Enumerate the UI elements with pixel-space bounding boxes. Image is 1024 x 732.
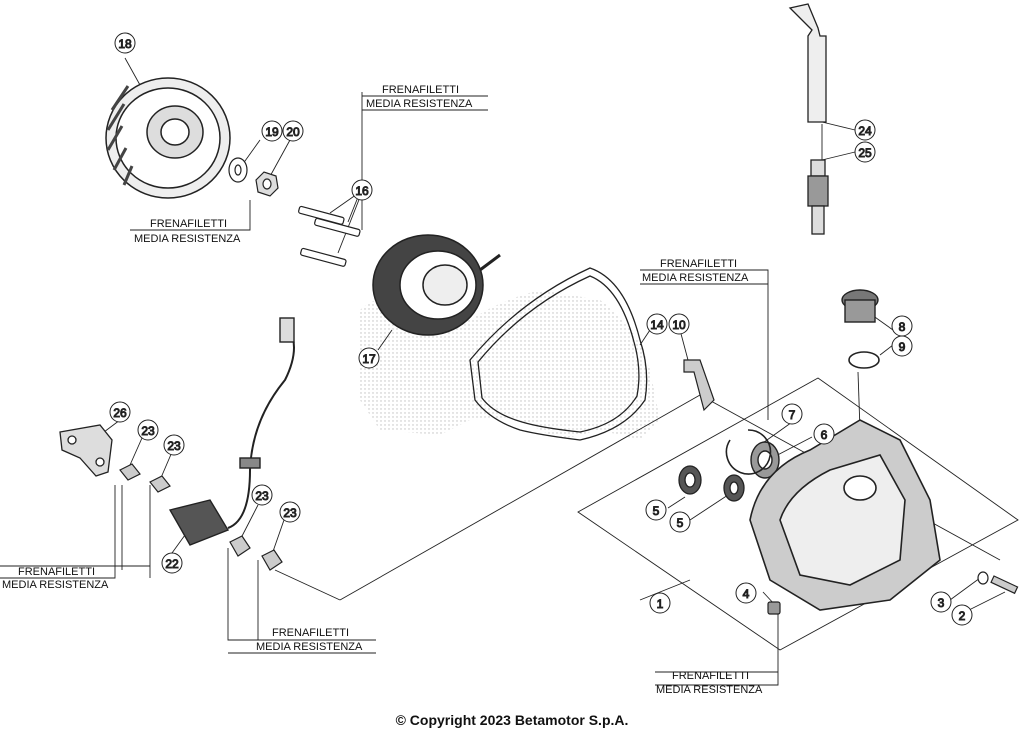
svg-text:MEDIA RESISTENZA: MEDIA RESISTENZA <box>134 233 241 245</box>
svg-text:14: 14 <box>650 318 664 332</box>
svg-text:FRENAFILETTI: FRENAFILETTI <box>660 258 737 270</box>
threadlock-note-cover-plug: FRENAFILETTI MEDIA RESISTENZA <box>656 670 763 696</box>
svg-text:5: 5 <box>677 516 684 530</box>
svg-text:10: 10 <box>672 318 686 332</box>
callout-9: 9 <box>891 335 913 357</box>
callout-20: 20 <box>282 120 304 142</box>
bearing-part <box>750 441 780 479</box>
svg-text:4: 4 <box>743 587 750 601</box>
svg-text:17: 17 <box>362 352 376 366</box>
svg-text:22: 22 <box>165 557 179 571</box>
svg-text:8: 8 <box>899 320 906 334</box>
callout-14: 14 <box>646 313 668 335</box>
callout-5b: 5 <box>669 511 691 533</box>
svg-text:MEDIA RESISTENZA: MEDIA RESISTENZA <box>656 684 763 696</box>
callouts: 1 2 3 4 5 5 6 7 8 9 10 14 16 17 18 19 20… <box>109 32 973 626</box>
threadlock-note-stator: FRENAFILETTI MEDIA RESISTENZA <box>366 84 473 110</box>
svg-text:MEDIA RESISTENZA: MEDIA RESISTENZA <box>256 641 363 653</box>
threadlock-note-flywheel: FRENAFILETTI MEDIA RESISTENZA <box>134 218 241 245</box>
spark-plug-part <box>807 159 829 235</box>
threadlock-note-pickup-bracket: FRENAFILETTI MEDIA RESISTENZA <box>2 566 109 591</box>
svg-text:16: 16 <box>355 184 369 198</box>
svg-text:23: 23 <box>141 424 155 438</box>
svg-text:7: 7 <box>789 408 796 422</box>
callout-23d: 23 <box>279 501 301 523</box>
svg-text:25: 25 <box>858 146 872 160</box>
svg-text:FRENAFILETTI: FRENAFILETTI <box>272 627 349 639</box>
callout-6: 6 <box>813 423 835 445</box>
stator-screws <box>298 205 361 267</box>
callout-3: 3 <box>930 591 952 613</box>
cover-bolt-part <box>990 575 1019 595</box>
callout-17: 17 <box>358 347 380 369</box>
nut-part <box>255 171 279 197</box>
cover-plug-part <box>767 601 781 615</box>
callout-2: 2 <box>951 604 973 626</box>
svg-text:1: 1 <box>657 597 664 611</box>
callout-7: 7 <box>781 403 803 425</box>
svg-text:23: 23 <box>167 439 181 453</box>
cover-washer-part <box>977 571 989 585</box>
callout-23a: 23 <box>137 419 159 441</box>
svg-text:3: 3 <box>938 596 945 610</box>
callout-1: 1 <box>649 592 671 614</box>
pickup-bolts <box>119 463 283 571</box>
svg-text:FRENAFILETTI: FRENAFILETTI <box>18 566 95 578</box>
svg-text:MEDIA RESISTENZA: MEDIA RESISTENZA <box>366 98 473 110</box>
pickup-sensor-part <box>168 317 295 546</box>
callout-4: 4 <box>735 582 757 604</box>
callout-10: 10 <box>668 313 690 335</box>
callout-18: 18 <box>114 32 136 54</box>
washer-part <box>228 157 248 183</box>
svg-text:9: 9 <box>899 340 906 354</box>
svg-text:MEDIA RESISTENZA: MEDIA RESISTENZA <box>642 272 749 284</box>
svg-text:MEDIA RESISTENZA: MEDIA RESISTENZA <box>2 579 109 591</box>
callout-23c: 23 <box>251 484 273 506</box>
svg-text:FRENAFILETTI: FRENAFILETTI <box>382 84 459 96</box>
callout-23b: 23 <box>163 434 185 456</box>
pickup-bracket-part <box>59 424 113 477</box>
svg-text:23: 23 <box>255 489 269 503</box>
callout-16: 16 <box>351 179 373 201</box>
copyright-notice: © Copyright 2023 Betamotor S.p.A. <box>395 712 629 728</box>
svg-text:FRENAFILETTI: FRENAFILETTI <box>672 670 749 682</box>
svg-text:5: 5 <box>653 504 660 518</box>
svg-text:20: 20 <box>286 125 300 139</box>
threadlock-note-gasket: FRENAFILETTI MEDIA RESISTENZA <box>642 258 749 284</box>
callout-25: 25 <box>854 141 876 163</box>
callout-19: 19 <box>261 120 283 142</box>
callout-5a: 5 <box>645 499 667 521</box>
callout-24: 24 <box>854 119 876 141</box>
oil-cap-part <box>841 289 879 323</box>
callout-22: 22 <box>161 552 183 574</box>
svg-text:19: 19 <box>265 125 279 139</box>
spark-plug-cap-part <box>788 3 827 123</box>
ignition-cover-part <box>749 419 941 611</box>
circlip-part <box>725 429 772 475</box>
callout-26: 26 <box>109 401 131 423</box>
svg-text:23: 23 <box>283 506 297 520</box>
threadlock-notes: FRENAFILETTI MEDIA RESISTENZA FRENAFILET… <box>2 84 763 696</box>
stator-part <box>372 234 501 336</box>
bracket-part <box>683 359 715 412</box>
callout-8: 8 <box>891 315 913 337</box>
threadlock-note-pickup-bolts: FRENAFILETTI MEDIA RESISTENZA <box>256 627 363 653</box>
gasket-part <box>469 267 648 441</box>
svg-text:24: 24 <box>858 124 872 138</box>
svg-text:6: 6 <box>821 428 828 442</box>
svg-text:2: 2 <box>959 609 966 623</box>
flywheel-part <box>105 77 231 199</box>
svg-text:18: 18 <box>118 37 132 51</box>
seal-parts <box>678 465 745 502</box>
svg-text:26: 26 <box>113 406 127 420</box>
o-ring-part <box>848 351 880 369</box>
svg-text:FRENAFILETTI: FRENAFILETTI <box>150 218 227 230</box>
